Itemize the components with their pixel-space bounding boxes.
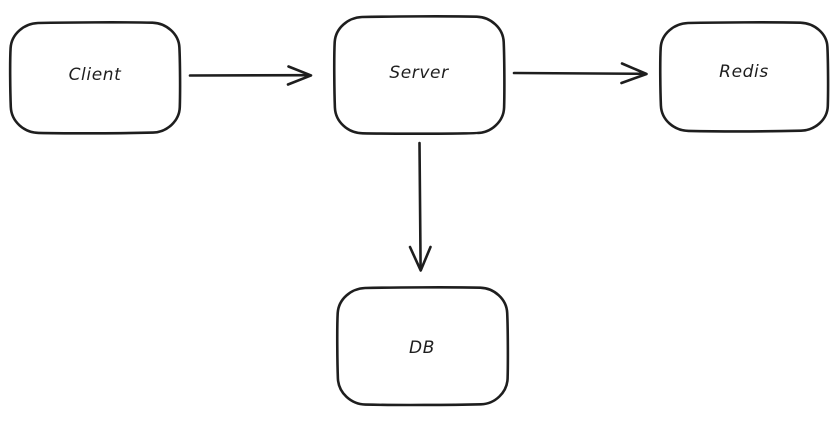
db-box-outline[interactable]	[335, 286, 510, 407]
edge-server-to-db-line	[418, 141, 422, 270]
edge-server-to-redis-line	[512, 71, 646, 76]
edge-server-to-redis-arrowhead	[620, 62, 648, 85]
redis-box-outline[interactable]	[658, 21, 830, 133]
edge-server-to-redis[interactable]	[512, 62, 648, 85]
node-label-redis: Redis	[719, 62, 769, 82]
edge-server-to-db[interactable]	[408, 141, 432, 272]
server-box-outline[interactable]	[332, 15, 506, 135]
node-label-client: Client	[68, 65, 122, 85]
edge-client-to-server-arrowhead	[286, 65, 313, 86]
node-label-db: DB	[409, 338, 435, 358]
node-server[interactable]	[332, 15, 506, 135]
client-box-outline[interactable]	[8, 21, 182, 135]
edge-server-to-db-arrowhead	[408, 245, 432, 272]
node-client[interactable]	[8, 21, 182, 135]
node-redis[interactable]	[658, 21, 830, 133]
node-label-server: Server	[389, 63, 449, 83]
edge-client-to-server[interactable]	[188, 65, 313, 86]
node-db[interactable]	[335, 286, 510, 407]
